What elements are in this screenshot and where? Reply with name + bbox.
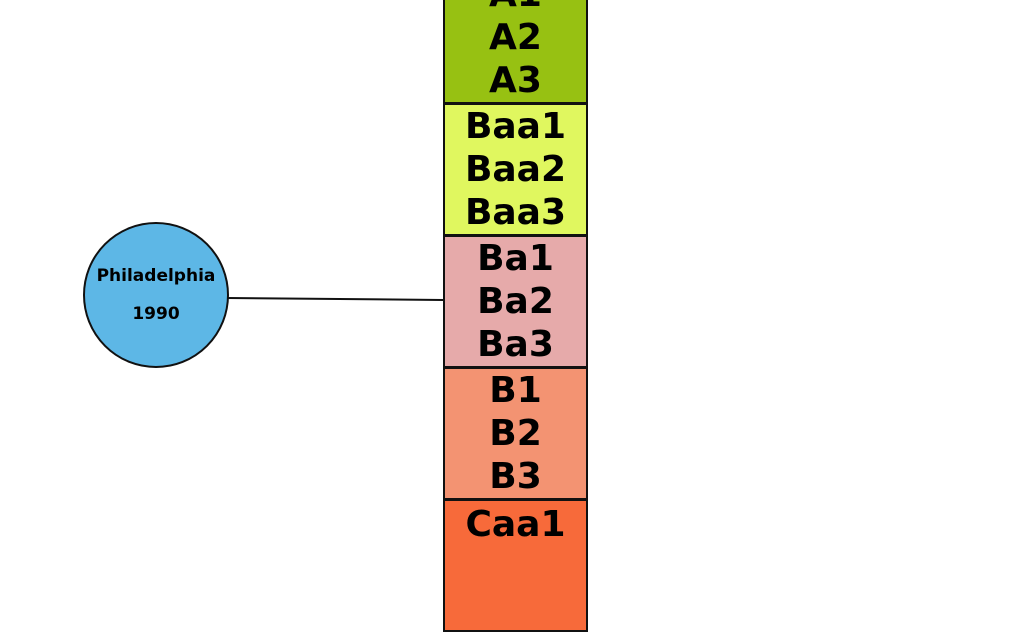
rating-label: Baa2 bbox=[464, 149, 567, 190]
rating-label: A2 bbox=[489, 16, 542, 58]
rating-box-baa: Baa1 Baa2 Baa3 bbox=[443, 103, 588, 236]
rating-label: B2 bbox=[489, 413, 542, 454]
year-label: 1990 bbox=[132, 304, 180, 324]
city-node[interactable]: Philadelphia 1990 bbox=[83, 222, 229, 368]
city-label: Philadelphia bbox=[96, 266, 216, 286]
rating-label: Caa1 bbox=[465, 504, 566, 545]
rating-box-ba: Ba1 Ba2 Ba3 bbox=[443, 235, 588, 368]
rating-label: Ba1 bbox=[477, 238, 554, 279]
rating-label: A3 bbox=[489, 59, 542, 101]
rating-label: Ba2 bbox=[477, 281, 554, 322]
rating-label: Baa3 bbox=[464, 192, 567, 233]
rating-box-a: A1 A2 A3 bbox=[443, 0, 588, 104]
rating-label: Ba3 bbox=[477, 324, 554, 365]
rating-box-caa: Caa1 bbox=[443, 499, 588, 632]
rating-label: Baa1 bbox=[464, 106, 567, 147]
connector-line bbox=[226, 297, 444, 301]
rating-label: B1 bbox=[489, 370, 542, 411]
rating-box-b: B1 B2 B3 bbox=[443, 367, 588, 500]
rating-label: A1 bbox=[489, 0, 542, 16]
connector-layer bbox=[226, 297, 444, 301]
rating-label: B3 bbox=[489, 456, 542, 497]
